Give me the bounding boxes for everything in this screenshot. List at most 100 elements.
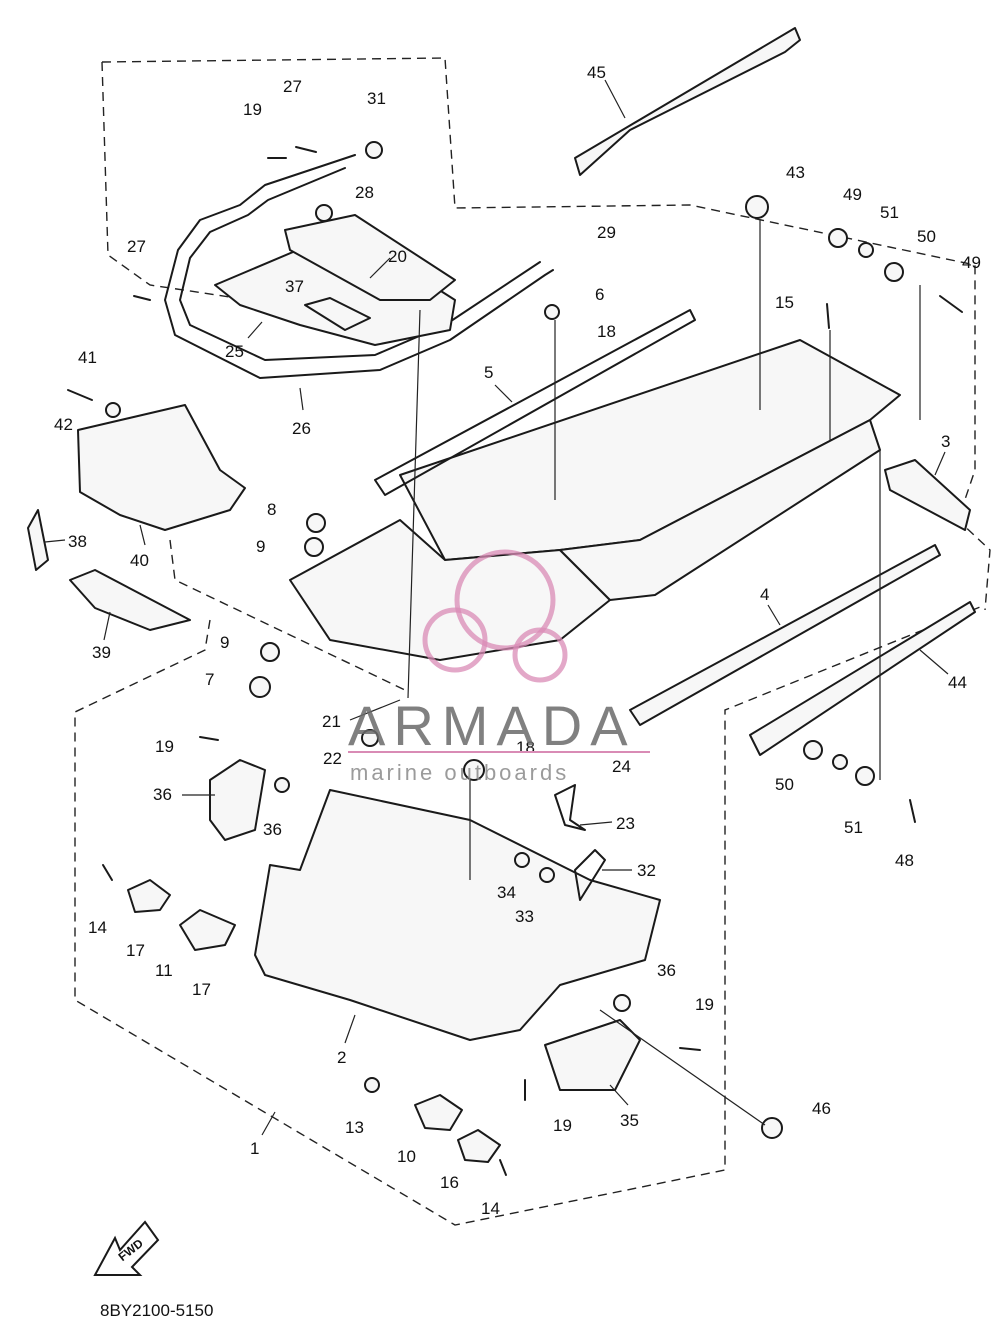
callout-46: 46 — [812, 1099, 831, 1118]
callout-49-bottom: 50 — [775, 775, 794, 794]
part-35-plate — [209, 759, 266, 841]
part-26-handle-rail-inner — [179, 167, 541, 361]
fwd-arrow: FWD — [93, 1220, 160, 1276]
leader-25 — [247, 321, 263, 339]
leader-34 — [609, 1084, 629, 1106]
callout-12: 11 — [155, 961, 173, 980]
part-34-plate — [544, 1019, 641, 1091]
callout-10: 18 — [597, 322, 616, 341]
part-42-washer — [105, 402, 121, 418]
fwd-arrow-shape — [93, 1220, 160, 1276]
part-3-bracket — [884, 459, 971, 531]
callout-16: 16 — [440, 1173, 459, 1192]
callout-19-right: 19 — [695, 995, 714, 1014]
callout-45: 45 — [587, 63, 606, 82]
leader-2 — [344, 1014, 356, 1044]
callout-24: 24 — [612, 757, 631, 776]
callout-19-left: 19 — [155, 737, 174, 756]
callout-2: 2 — [337, 1048, 346, 1067]
leader-assembly-1 — [407, 309, 421, 699]
part-26-handle-rail — [164, 154, 554, 379]
callout-9-lower: 9 — [220, 633, 229, 652]
part-22-nut — [361, 729, 379, 747]
callout-27-left: 27 — [127, 237, 146, 256]
callout-33: 34 — [497, 883, 516, 902]
upper-assembly-boundary — [101, 57, 991, 611]
leader-38 — [44, 539, 66, 543]
callout-7: 7 — [205, 670, 214, 689]
part-11-gasket — [414, 1094, 463, 1131]
part-2-hull — [254, 789, 661, 1041]
callout-50-top: 50 — [917, 227, 936, 246]
callout-13: 13 — [345, 1118, 364, 1137]
leader-26 — [299, 387, 304, 411]
part-45-strip — [574, 27, 801, 176]
part-30-clip — [365, 141, 383, 159]
callout-48: 49 — [962, 253, 981, 272]
leader-45 — [604, 79, 626, 119]
part-36-nut-left — [274, 777, 290, 793]
part-15-screw — [826, 303, 830, 329]
callout-43: 43 — [786, 163, 805, 182]
callout-1: 1 — [250, 1139, 259, 1158]
callout-34: 35 — [620, 1111, 639, 1130]
part-16-gasket — [457, 1129, 501, 1163]
callout-38: 38 — [68, 532, 87, 551]
part-9-grommet-lower — [260, 642, 280, 662]
leader-1 — [261, 1111, 276, 1136]
part-6-collar — [544, 304, 560, 320]
callout-31: 32 — [637, 861, 656, 880]
part-32-nut — [539, 867, 555, 883]
part-7-grommet — [249, 676, 271, 698]
callout-42: 42 — [54, 415, 73, 434]
callout-6: 6 — [595, 285, 604, 304]
part-50-washer-bottom — [855, 766, 875, 786]
leader-4 — [767, 604, 781, 626]
callout-30: 31 — [367, 89, 386, 108]
part-18-cap — [463, 759, 485, 781]
part-14-screw-left — [102, 864, 113, 881]
callout-14-bottom: 14 — [481, 1199, 500, 1218]
part-28-nut — [315, 204, 333, 222]
callout-17-left: 17 — [126, 941, 145, 960]
part-5-rail — [374, 309, 696, 496]
part-19-screw-left — [199, 736, 219, 741]
part-40-panel — [77, 404, 246, 531]
part-48-screw — [939, 295, 963, 313]
callout-27-top: 27 — [283, 77, 302, 96]
callout-8: 8 — [267, 500, 276, 519]
watermark-tagline: marine outboards — [350, 760, 569, 785]
part-51-nut-top — [858, 242, 874, 258]
leader-20 — [369, 257, 391, 279]
part-37-pad — [304, 297, 371, 331]
part-23-bracket — [554, 784, 586, 831]
callout-44: 44 — [948, 673, 967, 692]
part-8-grommet — [306, 513, 326, 533]
callout-40: 40 — [130, 551, 149, 570]
callout-20: 20 — [388, 247, 407, 266]
watermark-ring-3 — [512, 627, 568, 683]
callout-21: 21 — [322, 712, 341, 731]
callout-36-left: 36 — [263, 820, 282, 839]
part-27-screw-top — [295, 146, 317, 153]
callout-17-right: 17 — [192, 980, 211, 999]
leader-3 — [934, 451, 946, 476]
leader-44 — [919, 649, 949, 675]
watermark-ring-1 — [454, 549, 556, 651]
leader-39 — [103, 611, 111, 641]
callout-labels: 45 19 27 31 28 20 29 43 49 51 50 49 27 3… — [54, 63, 981, 1218]
callout-28: 28 — [355, 183, 374, 202]
callout-35: 36 — [153, 785, 172, 804]
part-46-cap — [761, 1117, 783, 1139]
callout-39: 39 — [92, 643, 111, 662]
callout-19-top: 19 — [243, 100, 262, 119]
part-4-rail — [629, 544, 941, 726]
leader-21 — [349, 699, 401, 721]
diagram-code: 8BY2100-5150 — [100, 1301, 213, 1320]
leader-assembly-8 — [599, 1009, 766, 1126]
callout-14-left: 14 — [88, 918, 107, 937]
callout-36-right: 36 — [657, 961, 676, 980]
left-panel-boundary — [169, 539, 406, 691]
leader-5 — [494, 384, 513, 403]
